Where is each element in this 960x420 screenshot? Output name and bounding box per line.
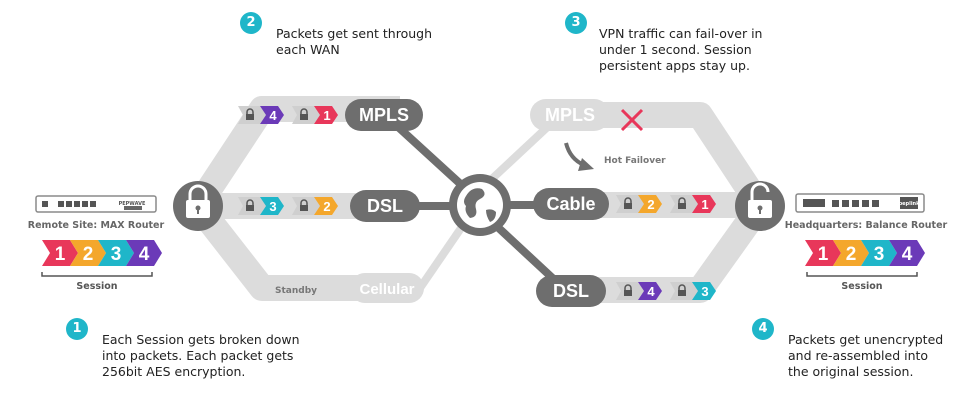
- right-session-chunk-4-number: 4: [902, 244, 913, 265]
- standby-note: Standby: [275, 286, 317, 296]
- packet-cable-b: 1: [670, 195, 716, 213]
- max-router-device-icon: PEPWAVE: [35, 195, 157, 213]
- packet-cable-a-number: 2: [647, 197, 654, 212]
- left-session-chunk-1-shape: [42, 240, 78, 266]
- wan-cellular-left: Cellular: [350, 273, 424, 303]
- packet-dsl-left-a-number: 3: [269, 199, 276, 214]
- left-session-chunk-4-number: 4: [139, 244, 150, 265]
- right-session-chunk-3-shape: [861, 240, 897, 266]
- failure-x-icon: [620, 108, 644, 132]
- right-open-lock-icon: [735, 181, 785, 231]
- left-closed-lock-icon: [173, 181, 223, 231]
- wan-dsl-left: DSL: [350, 190, 420, 222]
- packet-dsl-right-a: 4: [616, 282, 662, 300]
- wan-label-mpls-failed: MPLS: [545, 105, 595, 125]
- right-session-chunk-3-number: 3: [874, 244, 885, 265]
- wan-mpls-right-failed: MPLS: [530, 99, 610, 131]
- right-session-chunk-1-shape: [805, 240, 841, 266]
- left-session-chunk-1-number: 1: [55, 244, 66, 265]
- balance-router-device-icon: peplink: [795, 193, 925, 213]
- wan-mpls-left: MPLS: [345, 99, 423, 131]
- step-3-number: 3: [565, 12, 587, 34]
- right-session-label: Session: [841, 281, 882, 292]
- packet-dsl-right-a-number: 4: [647, 284, 655, 299]
- packet-dsl-left-a: 3: [238, 197, 284, 215]
- pepwave-brand-label: PEPWAVE: [119, 201, 146, 207]
- packet-cable-b-number: 1: [701, 197, 708, 212]
- right-session-chunk-2-number: 2: [846, 244, 857, 265]
- packet-cable-a: 2: [616, 195, 662, 213]
- headquarters-caption: Headquarters: Balance Router: [785, 220, 948, 231]
- wan-label-cellular: Cellular: [359, 281, 414, 298]
- encrypted-packets: 4 1 3 2 2 1 4 3: [238, 106, 716, 300]
- packet-mpls-left-b-number: 1: [323, 108, 330, 123]
- left-session-chunk-3-number: 3: [111, 244, 122, 265]
- step-1-text: Each Session gets broken down into packe…: [102, 332, 300, 379]
- remote-site-caption: Remote Site: MAX Router: [28, 220, 165, 231]
- peplink-brand-label: peplink: [899, 201, 921, 207]
- wan-cable-right: Cable: [533, 188, 609, 220]
- wan-label-mpls: MPLS: [359, 105, 409, 125]
- wan-label-dsl-right: DSL: [553, 281, 589, 301]
- packet-mpls-left-a: 4: [238, 106, 284, 124]
- step-3-text: VPN traffic can fail-over in under 1 sec…: [599, 26, 763, 73]
- left-session-chunk-3-shape: [98, 240, 134, 266]
- internet-to-dsl-link: [487, 217, 563, 288]
- failover-arrow-icon: [564, 142, 594, 171]
- packet-mpls-left-a-number: 4: [269, 108, 277, 123]
- packet-dsl-right-b-number: 3: [701, 284, 708, 299]
- step-2-text: Packets get sent through each WAN: [276, 26, 432, 57]
- packet-dsl-left-b: 2: [292, 197, 338, 215]
- internet-globe-icon: [449, 174, 511, 236]
- wan-dsl-right: DSL: [536, 275, 606, 307]
- right-session-chunk-1-number: 1: [818, 244, 829, 265]
- wan-label-cable: Cable: [546, 194, 595, 214]
- right-session-bracket: [806, 272, 918, 277]
- left-session-chunk-2-shape: [70, 240, 106, 266]
- right-session-chunk-2-shape: [833, 240, 869, 266]
- hot-failover-note: Hot Failover: [604, 156, 666, 166]
- packet-dsl-left-b-number: 2: [323, 199, 330, 214]
- step-1-number: 1: [66, 318, 88, 340]
- left-session-chunk-2-number: 2: [83, 244, 94, 265]
- step-2-number: 2: [240, 12, 262, 34]
- left-session-chunk-4-shape: [126, 240, 162, 266]
- packet-dsl-right-b: 3: [670, 282, 716, 300]
- wan-label-dsl: DSL: [367, 196, 403, 216]
- right-session-chunk-4-shape: [889, 240, 925, 266]
- step-4-number: 4: [752, 318, 774, 340]
- step-4-text: Packets get unencrypted and re-assembled…: [788, 332, 944, 379]
- left-session-label: Session: [76, 281, 117, 292]
- packet-mpls-left-b: 1: [292, 106, 338, 124]
- left-session-bracket: [41, 272, 153, 277]
